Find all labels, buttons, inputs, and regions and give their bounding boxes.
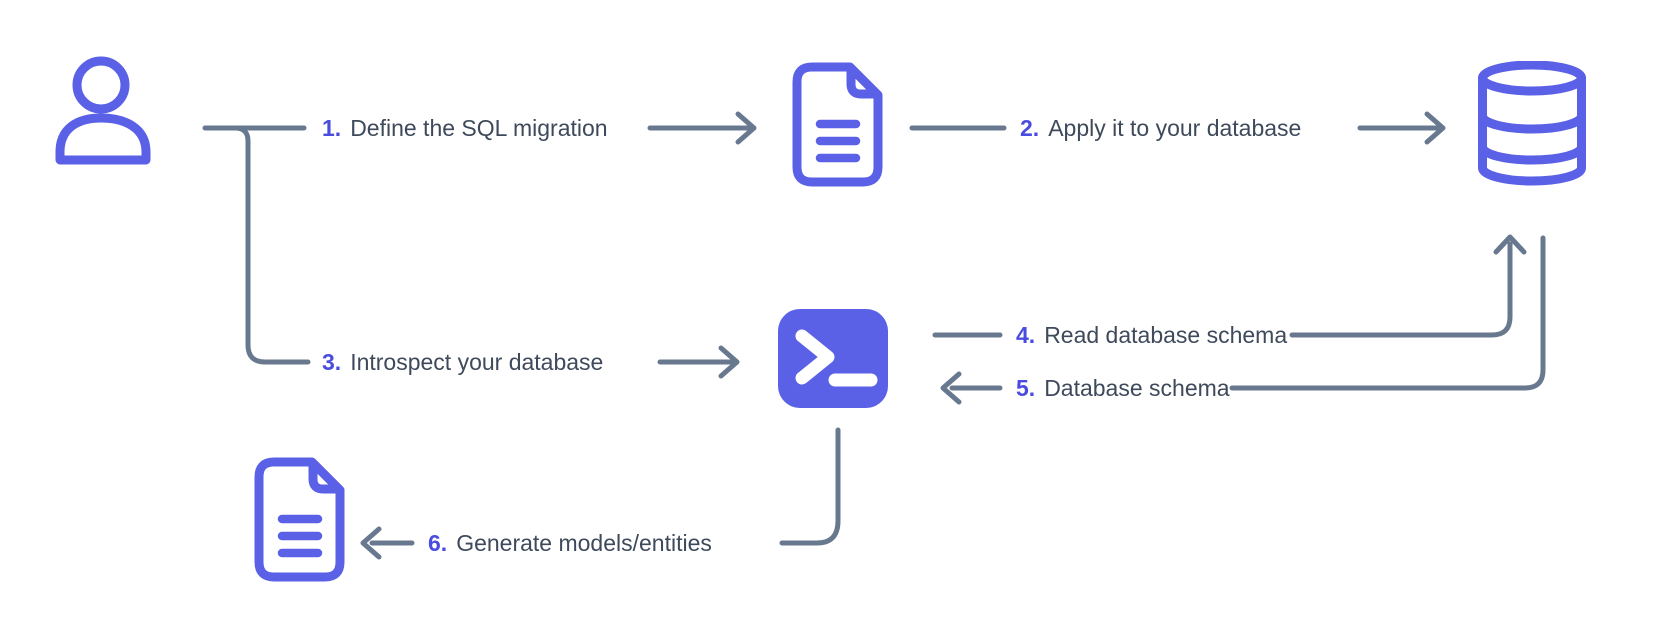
step-text: Define the SQL migration <box>350 115 608 141</box>
step-text: Apply it to your database <box>1048 115 1302 141</box>
connector-step6-arrow <box>360 526 415 560</box>
step-number: 5. <box>1016 375 1036 401</box>
database-icon <box>1478 61 1586 186</box>
step-number: 6. <box>428 530 448 556</box>
connector-step2-arrow <box>1357 111 1446 145</box>
file-text-icon <box>254 457 345 582</box>
connector-step5-lead <box>1229 235 1546 391</box>
connector-step6-lead <box>779 427 841 546</box>
step-label-3: 3. Introspect your database <box>322 348 603 376</box>
step-text: Database schema <box>1044 375 1230 401</box>
connector-step3-arrow <box>657 345 740 379</box>
step-number: 3. <box>322 349 342 375</box>
connector-branch-to-step3 <box>232 125 311 365</box>
step-number: 4. <box>1016 322 1036 348</box>
step-text: Introspect your database <box>350 349 604 375</box>
step-label-6: 6. Generate models/entities <box>428 529 712 557</box>
terminal-icon <box>778 309 888 408</box>
connector-step4-arrow <box>1289 234 1527 338</box>
step-text: Generate models/entities <box>456 530 712 556</box>
step-number: 2. <box>1020 115 1040 141</box>
step-text: Read database schema <box>1044 322 1288 348</box>
step-label-2: 2. Apply it to your database <box>1020 114 1301 142</box>
step-number: 1. <box>322 115 342 141</box>
step-label-4: 4. Read database schema <box>1016 321 1287 349</box>
step-label-5: 5. Database schema <box>1016 374 1230 402</box>
connector-step5-arrow <box>940 371 1003 405</box>
step-label-1: 1. Define the SQL migration <box>322 114 608 142</box>
file-text-icon <box>792 62 883 187</box>
connector-step1-arrow <box>647 111 757 145</box>
user-icon <box>55 56 151 165</box>
